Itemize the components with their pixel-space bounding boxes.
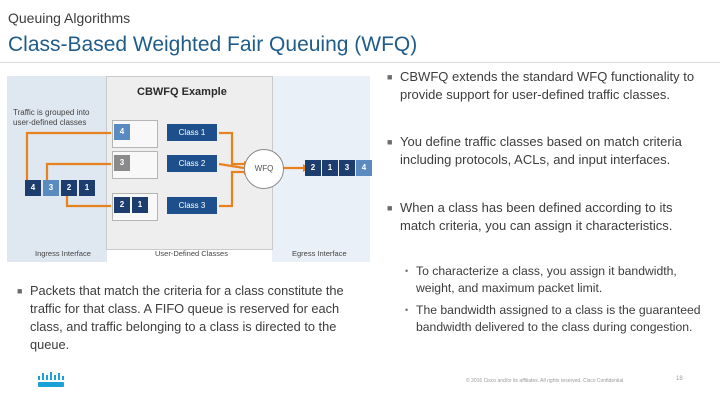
queued-packet: 1 [132,197,148,213]
cbwfq-diagram: CBWFQ Example Traffic is grouped into us… [7,76,372,262]
page-number: 18 [676,376,683,382]
ingress-packet: 2 [61,180,77,196]
class-box: Class 3 [167,197,217,214]
bullet-item: ■ Packets that match the criteria for a … [17,282,365,354]
bullet-text: Packets that match the criteria for a cl… [30,283,344,352]
egress-packet: 1 [322,160,338,176]
class-box: Class 1 [167,124,217,141]
round-bullet-icon: • [405,266,409,276]
egress-packet: 3 [339,160,355,176]
slide-title: Class-Based Weighted Fair Queuing (WFQ) [8,33,418,56]
egress-caption: Egress Interface [292,249,347,258]
cisco-logo-icon [38,372,64,387]
egress-packet: 4 [356,160,372,176]
wfq-scheduler: WFQ [244,149,284,189]
ingress-packet: 3 [43,180,59,196]
classes-caption: User-Defined Classes [155,249,228,258]
bullet-text: You define traffic classes based on matc… [400,134,682,167]
bullet-text: When a class has been defined according … [400,200,673,233]
sub-bullet-text: To characterize a class, you assign it b… [416,264,677,295]
egress-packet: 2 [305,160,321,176]
bullet-text: CBWFQ extends the standard WFQ functiona… [400,69,695,102]
copyright-text: © 2016 Cisco and/or its affiliates. All … [466,378,624,384]
bullet-item: ■ You define traffic classes based on ma… [387,133,700,169]
square-bullet-icon: ■ [387,203,393,213]
sub-bullet-text: The bandwidth assigned to a class is the… [416,303,701,334]
bullet-item: ■ CBWFQ extends the standard WFQ functio… [387,68,700,104]
ingress-caption: Ingress Interface [35,249,91,258]
sub-bullet-item: • To characterize a class, you assign it… [405,263,706,296]
ingress-packet: 1 [79,180,95,196]
diagram-title: CBWFQ Example [137,86,227,98]
queued-packet: 4 [114,124,130,140]
square-bullet-icon: ■ [17,286,23,296]
sub-bullet-item: • The bandwidth assigned to a class is t… [405,302,706,335]
ingress-packet: 4 [25,180,41,196]
title-divider [0,62,720,63]
square-bullet-icon: ■ [387,72,393,82]
round-bullet-icon: • [405,305,409,315]
diagram-note: Traffic is grouped into user-defined cla… [13,108,90,127]
queued-packet: 2 [114,197,130,213]
square-bullet-icon: ■ [387,137,393,147]
bullet-item: ■ When a class has been defined accordin… [387,199,700,235]
ingress-area [7,76,107,262]
queued-packet: 3 [114,155,130,171]
section-label: Queuing Algorithms [8,10,131,26]
class-box: Class 2 [167,155,217,172]
